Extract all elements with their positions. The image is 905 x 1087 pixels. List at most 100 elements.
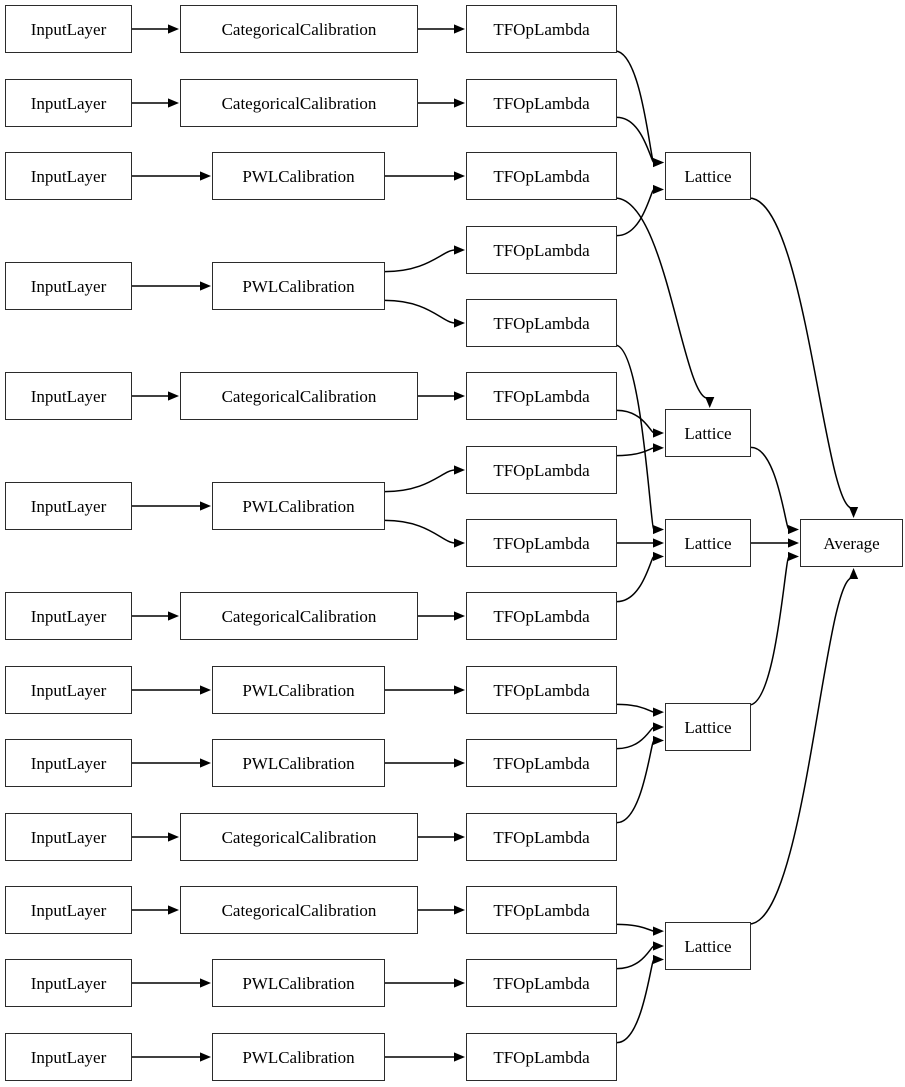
edge-tf5-to-lat3 xyxy=(614,344,655,531)
node-label: TFOpLambda xyxy=(493,973,590,993)
arrowhead-in10-to-cal10 xyxy=(168,832,179,842)
node-tf10[interactable]: TFOpLambda xyxy=(466,666,617,714)
node-cal6[interactable]: PWLCalibration xyxy=(212,482,385,530)
node-cal9[interactable]: PWLCalibration xyxy=(212,739,385,787)
arrowhead-tf11-to-lat4 xyxy=(653,722,664,732)
edge-tf14-to-lat5 xyxy=(616,945,655,970)
node-tf8[interactable]: TFOpLambda xyxy=(466,519,617,567)
arrowhead-cal6-to-tf7 xyxy=(454,465,465,475)
node-cal3[interactable]: PWLCalibration xyxy=(212,152,385,200)
node-cal7[interactable]: CategoricalCalibration xyxy=(180,592,418,640)
node-lat3[interactable]: Lattice xyxy=(665,519,751,567)
node-tf7[interactable]: TFOpLambda xyxy=(466,446,617,494)
node-in5[interactable]: InputLayer xyxy=(5,372,132,420)
arrowhead-tf2-to-lat1 xyxy=(653,157,664,168)
node-tf13[interactable]: TFOpLambda xyxy=(466,886,617,934)
node-in13[interactable]: InputLayer xyxy=(5,1033,132,1081)
node-cal12[interactable]: PWLCalibration xyxy=(212,959,385,1007)
edge-tf12-to-lat4 xyxy=(616,739,655,824)
arrowhead-in4-to-cal4 xyxy=(200,281,211,291)
arrowhead-cal5-to-tf6 xyxy=(454,391,465,401)
arrowhead-tf12-to-lat4 xyxy=(653,735,664,746)
node-in7[interactable]: InputLayer xyxy=(5,592,132,640)
arrowhead-tf5-to-lat3 xyxy=(653,524,664,535)
node-cal2[interactable]: CategoricalCalibration xyxy=(180,79,418,127)
node-in11[interactable]: InputLayer xyxy=(5,886,132,934)
node-tf4[interactable]: TFOpLambda xyxy=(466,226,617,274)
node-label: PWLCalibration xyxy=(242,973,355,993)
arrowhead-tf3-to-lat2 xyxy=(705,397,715,408)
arrowhead-cal7-to-tf9 xyxy=(454,611,465,621)
node-in6[interactable]: InputLayer xyxy=(5,482,132,530)
node-lat1[interactable]: Lattice xyxy=(665,152,751,200)
node-cal8[interactable]: PWLCalibration xyxy=(212,666,385,714)
node-cal13[interactable]: PWLCalibration xyxy=(212,1033,385,1081)
arrowhead-in5-to-cal5 xyxy=(168,391,179,401)
node-label: TFOpLambda xyxy=(493,1047,590,1067)
node-tf3[interactable]: TFOpLambda xyxy=(466,152,617,200)
edge-lat4-to-avg xyxy=(748,555,790,706)
node-label: InputLayer xyxy=(30,386,107,406)
node-label: Lattice xyxy=(684,166,732,186)
node-lat5[interactable]: Lattice xyxy=(665,922,751,970)
node-lat4[interactable]: Lattice xyxy=(665,703,751,751)
node-avg[interactable]: Average xyxy=(800,519,903,567)
edge-lat5-to-avg xyxy=(748,577,854,925)
node-cal11[interactable]: CategoricalCalibration xyxy=(180,886,418,934)
arrowhead-cal6-to-tf8 xyxy=(454,538,465,548)
node-label: TFOpLambda xyxy=(493,240,590,260)
arrowhead-cal11-to-tf13 xyxy=(454,905,465,915)
node-label: TFOpLambda xyxy=(493,900,590,920)
arrowhead-tf7-to-lat2 xyxy=(653,443,664,453)
arrowhead-cal13-to-tf15 xyxy=(454,1052,465,1062)
node-tf11[interactable]: TFOpLambda xyxy=(466,739,617,787)
node-tf2[interactable]: TFOpLambda xyxy=(466,79,617,127)
node-tf9[interactable]: TFOpLambda xyxy=(466,592,617,640)
node-in4[interactable]: InputLayer xyxy=(5,262,132,310)
node-lat2[interactable]: Lattice xyxy=(665,409,751,457)
node-in9[interactable]: InputLayer xyxy=(5,739,132,787)
node-label: CategoricalCalibration xyxy=(221,19,377,39)
arrowhead-lat1-to-avg xyxy=(848,507,859,518)
arrowhead-tf1-to-lat1 xyxy=(653,157,664,168)
arrowhead-tf6-to-lat2 xyxy=(653,428,664,438)
node-in1[interactable]: InputLayer xyxy=(5,5,132,53)
node-tf6[interactable]: TFOpLambda xyxy=(466,372,617,420)
arrowhead-in13-to-cal13 xyxy=(200,1052,211,1062)
edge-lat1-to-avg xyxy=(748,197,854,509)
node-in2[interactable]: InputLayer xyxy=(5,79,132,127)
node-tf15[interactable]: TFOpLambda xyxy=(466,1033,617,1081)
arrowhead-in3-to-cal3 xyxy=(200,171,211,181)
node-label: PWLCalibration xyxy=(242,276,355,296)
node-label: PWLCalibration xyxy=(242,753,355,773)
node-label: InputLayer xyxy=(30,606,107,626)
arrowhead-lat4-to-avg xyxy=(788,551,799,562)
arrowhead-tf13-to-lat5 xyxy=(653,926,664,936)
node-label: TFOpLambda xyxy=(493,827,590,847)
node-label: Lattice xyxy=(684,423,732,443)
node-in12[interactable]: InputLayer xyxy=(5,959,132,1007)
node-label: CategoricalCalibration xyxy=(221,900,377,920)
node-label: InputLayer xyxy=(30,19,107,39)
node-cal1[interactable]: CategoricalCalibration xyxy=(180,5,418,53)
node-label: InputLayer xyxy=(30,276,107,296)
node-cal10[interactable]: CategoricalCalibration xyxy=(180,813,418,861)
node-cal5[interactable]: CategoricalCalibration xyxy=(180,372,418,420)
node-tf5[interactable]: TFOpLambda xyxy=(466,299,617,347)
node-in8[interactable]: InputLayer xyxy=(5,666,132,714)
arrowhead-cal10-to-tf12 xyxy=(454,832,465,842)
arrowhead-tf14-to-lat5 xyxy=(653,941,664,951)
node-tf14[interactable]: TFOpLambda xyxy=(466,959,617,1007)
node-label: TFOpLambda xyxy=(493,386,590,406)
arrowhead-in8-to-cal8 xyxy=(200,685,211,695)
node-in3[interactable]: InputLayer xyxy=(5,152,132,200)
arrowhead-lat2-to-avg xyxy=(788,524,799,535)
node-tf1[interactable]: TFOpLambda xyxy=(466,5,617,53)
node-cal4[interactable]: PWLCalibration xyxy=(212,262,385,310)
arrowhead-lat3-to-avg xyxy=(788,538,799,548)
arrowhead-cal1-to-tf1 xyxy=(454,24,465,34)
arrowhead-cal9-to-tf11 xyxy=(454,758,465,768)
node-tf12[interactable]: TFOpLambda xyxy=(466,813,617,861)
node-in10[interactable]: InputLayer xyxy=(5,813,132,861)
